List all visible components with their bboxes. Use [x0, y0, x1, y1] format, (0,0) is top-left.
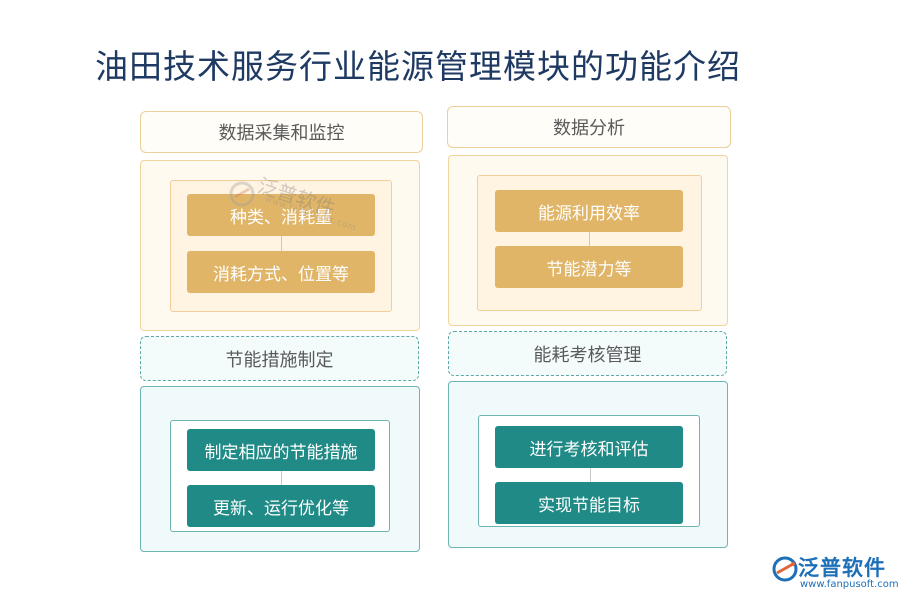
brand-logo: 泛普软件 www.fanpusoft.com [770, 552, 899, 594]
section-inner-frame: 能源利用效率 节能潜力等 [477, 175, 702, 311]
section-header-data-collection: 数据采集和监控 [140, 111, 423, 153]
section-header-measures: 节能措施制定 [140, 336, 419, 381]
feature-item: 种类、消耗量 [187, 194, 375, 236]
section-inner-frame: 进行考核和评估 实现节能目标 [478, 415, 700, 527]
connector-line [281, 463, 282, 487]
page-title: 油田技术服务行业能源管理模块的功能介绍 [95, 47, 741, 86]
feature-item: 进行考核和评估 [495, 426, 683, 468]
section-inner-frame: 种类、消耗量 消耗方式、位置等 [170, 180, 392, 312]
watermark: 泛普软件 www.fanpusoft.com [227, 173, 358, 245]
section-panel-data-collection: 种类、消耗量 消耗方式、位置等 泛普软件 www.fanpusoft.com [140, 160, 420, 331]
connector-line [590, 458, 591, 482]
section-panel-measures: 制定相应的节能措施 更新、运行优化等 [140, 386, 420, 552]
feature-item: 节能潜力等 [495, 246, 683, 288]
connector-line [281, 235, 282, 253]
fanpu-logo-icon [772, 556, 798, 582]
connector-line [589, 230, 590, 248]
feature-item: 消耗方式、位置等 [187, 251, 375, 293]
section-panel-data-analysis: 能源利用效率 节能潜力等 [448, 155, 728, 326]
feature-item: 更新、运行优化等 [187, 485, 375, 527]
logo-url: www.fanpusoft.com [800, 579, 899, 590]
feature-item: 制定相应的节能措施 [187, 429, 375, 471]
section-header-assessment: 能耗考核管理 [448, 331, 727, 376]
section-header-data-analysis: 数据分析 [447, 106, 731, 148]
feature-item: 实现节能目标 [495, 482, 683, 524]
watermark-logo-icon [229, 181, 255, 207]
section-panel-assessment: 进行考核和评估 实现节能目标 [448, 381, 728, 548]
section-inner-frame: 制定相应的节能措施 更新、运行优化等 [170, 420, 390, 532]
logo-name: 泛普软件 [798, 556, 886, 580]
feature-item: 能源利用效率 [495, 190, 683, 232]
